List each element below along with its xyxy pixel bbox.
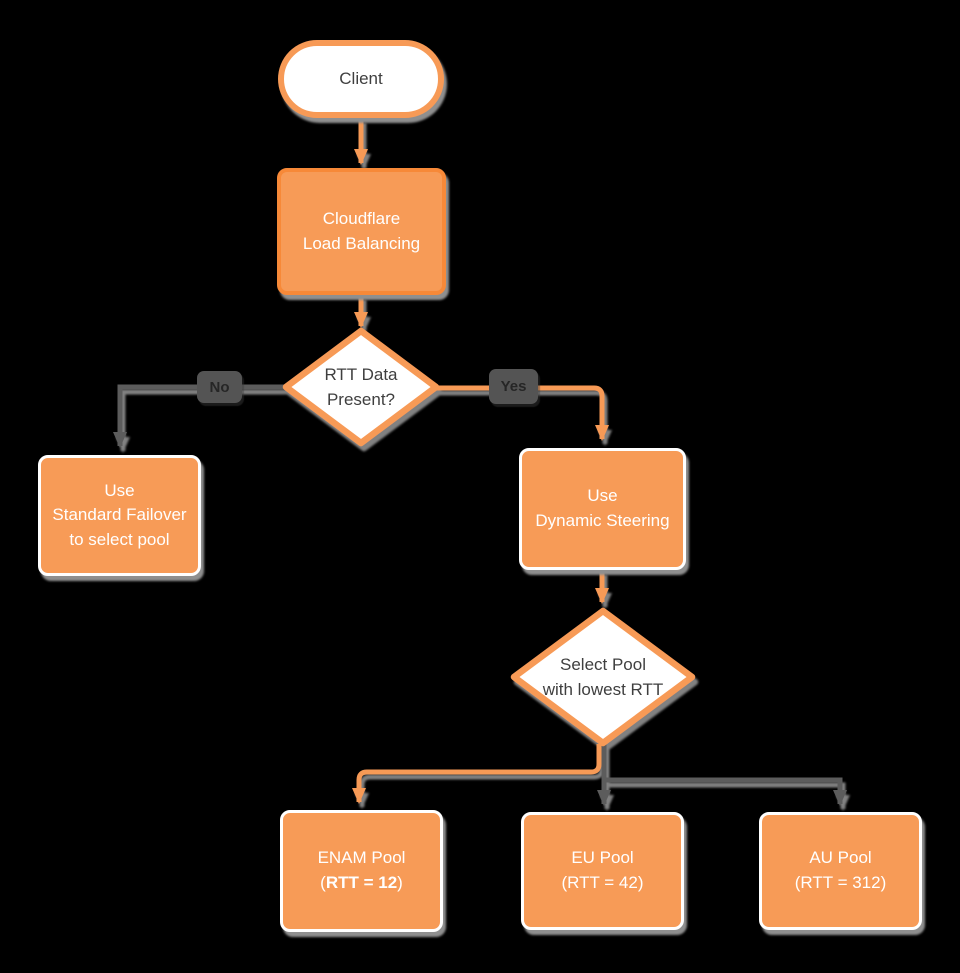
node-au-pool: AU Pool (RTT = 312) bbox=[759, 812, 922, 930]
node-client: Client bbox=[278, 40, 444, 118]
decision-select-pool-label: Select Pool with lowest RTT bbox=[518, 648, 688, 706]
node-use-dynamic-steering: Use Dynamic Steering bbox=[519, 448, 686, 570]
edge-label-yes: Yes bbox=[489, 369, 538, 404]
paren-close: ) bbox=[397, 873, 403, 892]
node-label-line: Cloudflare bbox=[322, 208, 401, 228]
paren-open: ( bbox=[320, 873, 326, 892]
decision-label-line: Present? bbox=[326, 390, 396, 409]
node-client-label: Client bbox=[339, 69, 383, 88]
node-cloudflare-load-balancing: Cloudflare Load Balancing bbox=[277, 168, 446, 295]
decision-label-line: RTT Data bbox=[324, 364, 398, 384]
node-label-line: Load Balancing bbox=[302, 233, 421, 253]
edge-label-no: No bbox=[197, 371, 242, 403]
node-label-line: Dynamic Steering bbox=[535, 511, 670, 530]
connector-to-au-pool bbox=[604, 777, 847, 806]
node-label-line: EU Pool bbox=[571, 848, 634, 868]
node-label-line: Use bbox=[104, 480, 135, 500]
node-label-line: (RTT = 12) bbox=[320, 871, 403, 896]
node-label-line: ENAM Pool bbox=[317, 848, 406, 868]
node-use-standard-failover: Use Standard Failover to select pool bbox=[38, 455, 201, 576]
connector-to-enam-pool bbox=[352, 744, 602, 804]
node-eu-pool: EU Pool (RTT = 42) bbox=[521, 812, 684, 930]
decision-rtt-data-present-label: RTT Data Present? bbox=[291, 358, 431, 416]
edge-label-yes-text: Yes bbox=[500, 378, 527, 395]
decision-select-pool-shape bbox=[510, 607, 696, 747]
node-label-line: to select pool bbox=[69, 529, 170, 549]
edge-label-no-text: No bbox=[209, 378, 230, 396]
decision-label-line: with lowest RTT bbox=[542, 680, 664, 699]
node-label-line: Use bbox=[587, 486, 618, 506]
decision-rtt-data-present-shape bbox=[282, 327, 440, 447]
node-enam-pool: ENAM Pool (RTT = 12) bbox=[280, 810, 443, 932]
node-label-line: AU Pool bbox=[809, 848, 872, 868]
rtt-value-bold: RTT = 12 bbox=[325, 873, 398, 892]
node-label-line: Standard Failover bbox=[52, 505, 187, 525]
node-label-line: (RTT = 312) bbox=[794, 873, 887, 892]
node-label-line: (RTT = 42) bbox=[561, 873, 644, 892]
connector-yes-branch bbox=[432, 385, 609, 441]
decision-label-line: Select Pool bbox=[560, 654, 646, 674]
